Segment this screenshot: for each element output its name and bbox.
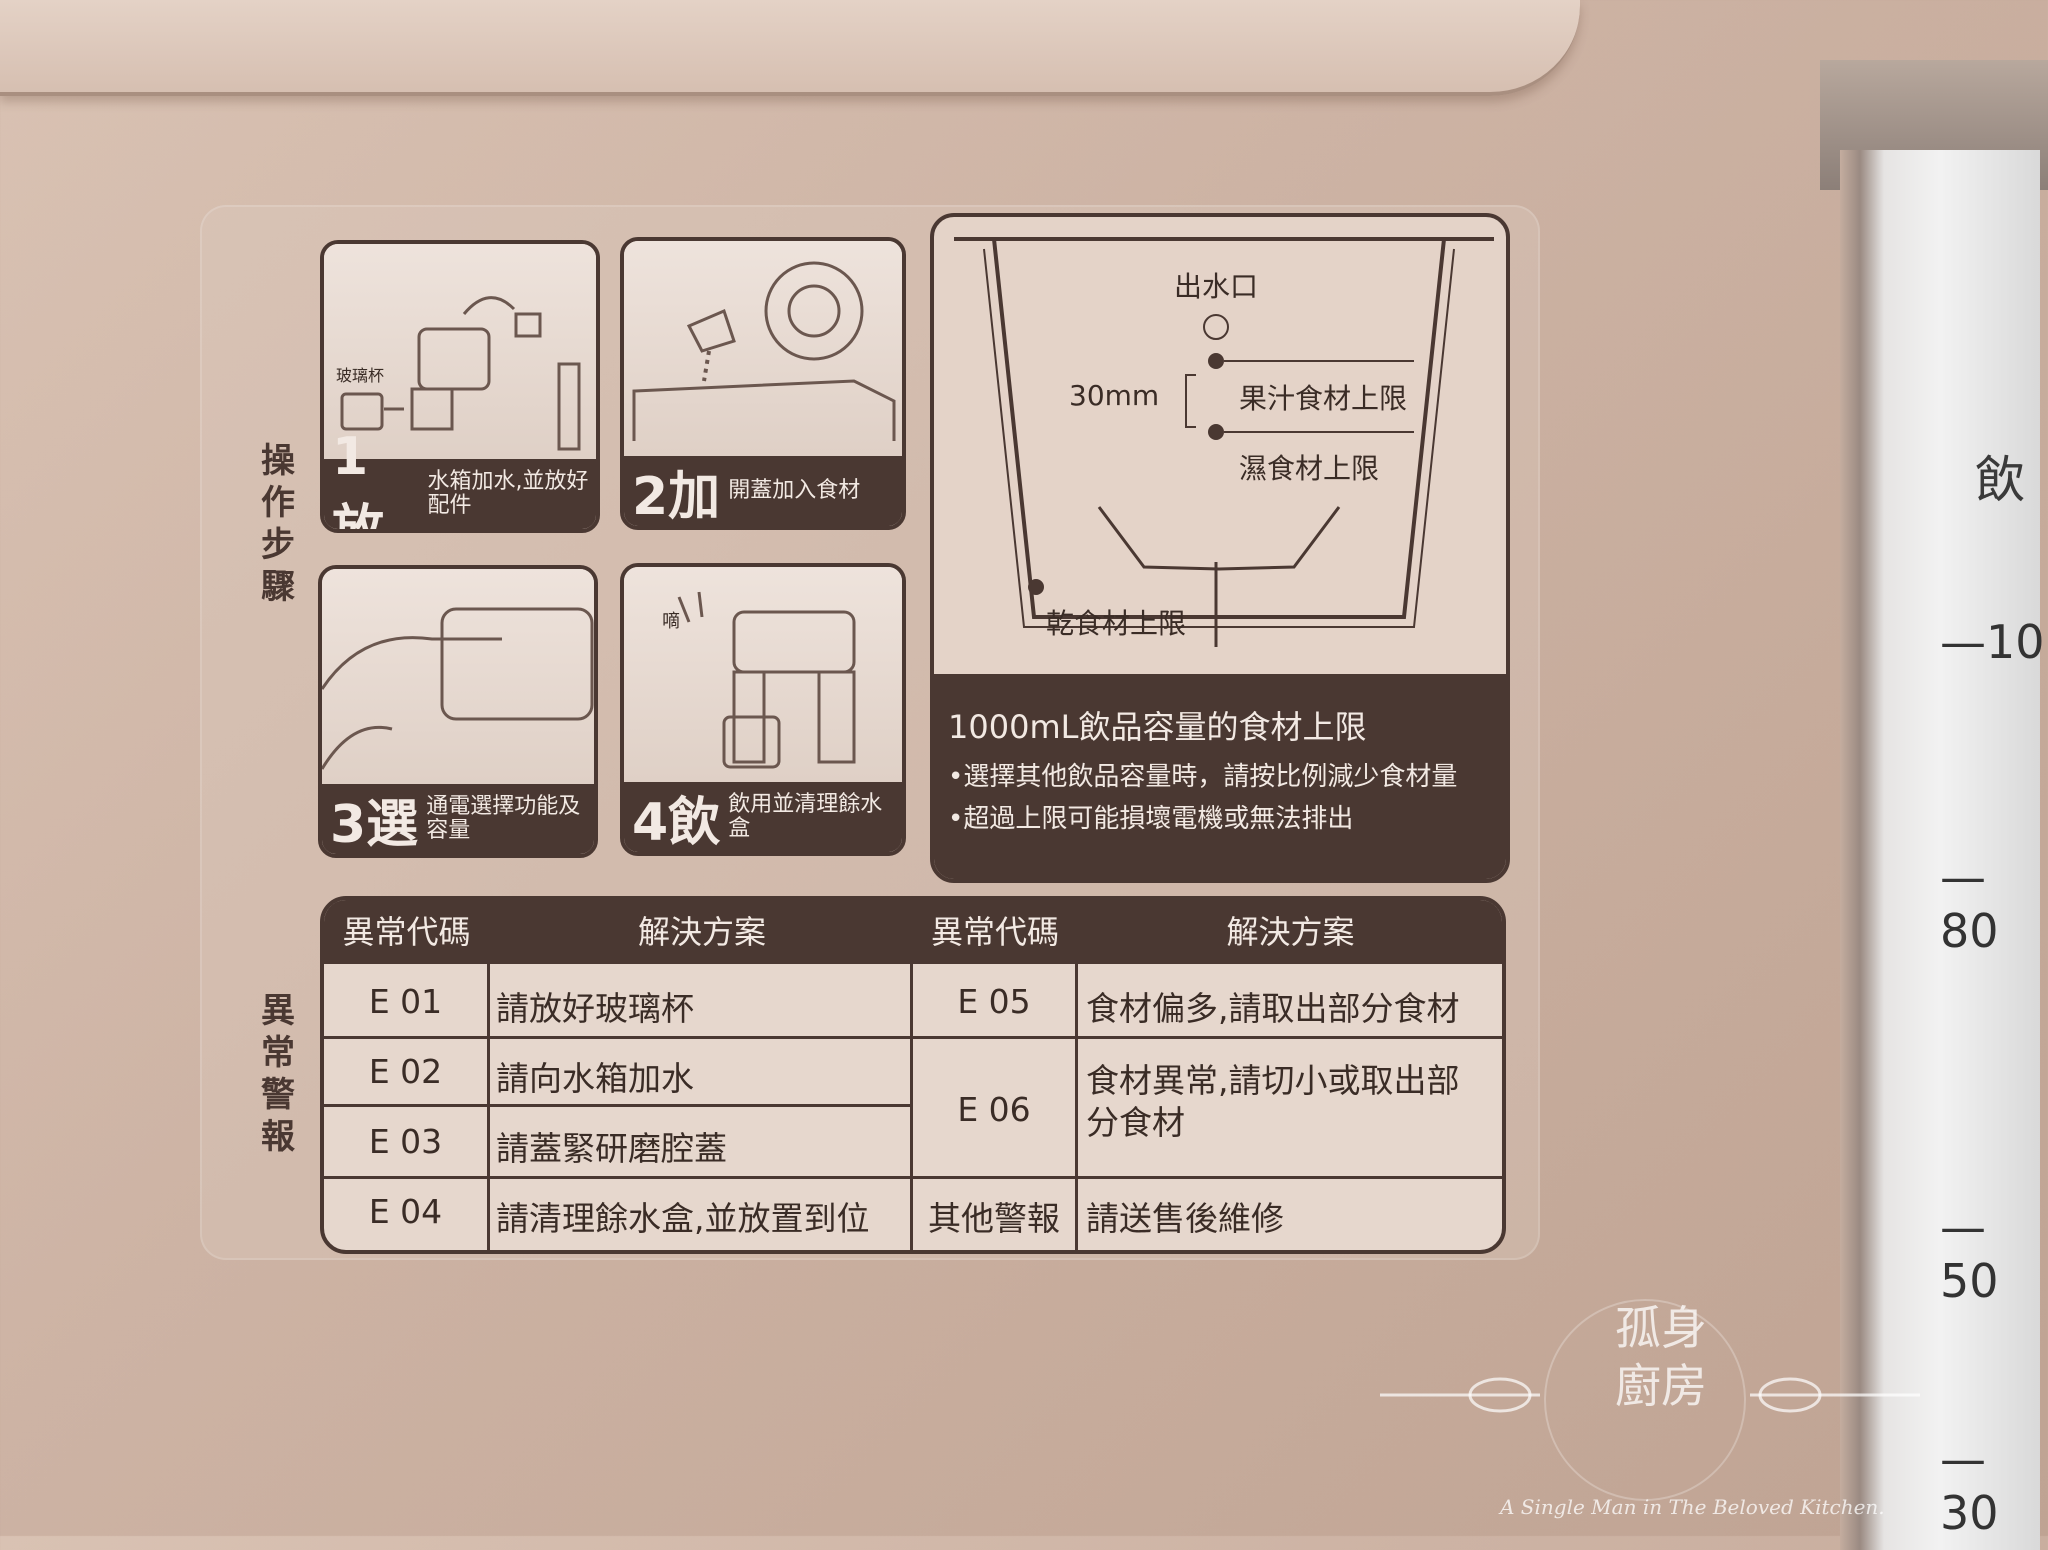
dry-limit-label: 乾食材上限	[1046, 607, 1187, 640]
capacity-bullet-1: •選擇其他飲品容量時，請按比例減少食材量	[948, 762, 1458, 792]
table-divider	[913, 1176, 1502, 1179]
tank-tick: — 30	[1940, 1432, 1999, 1540]
table-divider	[324, 1176, 913, 1179]
add-ingredients-icon	[632, 261, 896, 441]
table-divider	[910, 900, 913, 1250]
glass-cup-label: 玻璃杯	[336, 366, 385, 385]
tank-tick: — 80	[1940, 850, 1999, 958]
step-4-illustration: 嘀	[624, 567, 902, 782]
step-3-illustration	[322, 569, 594, 784]
error-solution: 食材偏多,請取出部分食材	[1086, 989, 1460, 1028]
step-1-desc: 水箱加水,並放好配件	[427, 469, 589, 518]
step-2-number: 2加	[632, 466, 721, 527]
step-4-panel: 嘀 4飲 飲用並清理餘水盒	[620, 563, 906, 856]
step-1-bar: 1放 水箱加水,並放好配件	[324, 427, 596, 529]
machine-icon	[340, 296, 581, 451]
step-4-number: 4飲	[632, 792, 721, 853]
beep-label: 嘀	[662, 611, 680, 632]
error-solution: 請向水箱加水	[496, 1059, 694, 1098]
lid-edge	[0, 0, 1580, 96]
watermark-chinese-1: 孤身	[1615, 1301, 1707, 1355]
table-divider	[324, 1036, 913, 1039]
error-solution: 請放好玻璃杯	[496, 989, 694, 1028]
table-divider	[324, 1104, 913, 1107]
step-2-panel: 2加 開蓋加入食材	[620, 237, 906, 530]
cup-diagram: 出水口 30mm 果汁食材上限 濕食材上限 乾食材上限 1000mL飲品容量的食…	[930, 213, 1510, 883]
error-solution: 食材異常,請切小或取出部分食材	[1086, 1061, 1460, 1142]
capacity-title: 1000mL飲品容量的食材上限	[948, 708, 1367, 746]
step-4-bar: 4飲 飲用並清理餘水盒	[624, 782, 902, 852]
header-code-right: 異常代碼	[930, 913, 1059, 951]
error-code: E 05	[957, 982, 1031, 1021]
steps-title: 操作步驟	[261, 441, 295, 607]
error-code-table: 異常代碼 解決方案 異常代碼 解決方案 E 01 請放好玻璃杯 E 02 請向水…	[320, 896, 1506, 1254]
juice-limit-label: 果汁食材上限	[1239, 382, 1408, 415]
alarm-title: 異常警報	[261, 991, 295, 1157]
water-tank	[1840, 150, 2040, 1550]
error-code: E 04	[368, 1192, 443, 1231]
table-header: 異常代碼 解決方案 異常代碼 解決方案	[324, 900, 1502, 964]
tank-label: 飲	[1975, 451, 2025, 509]
watermark-chinese-2: 廚房	[1615, 1359, 1707, 1413]
error-code: E 02	[368, 1052, 443, 1091]
gap-label: 30mm	[1069, 379, 1160, 412]
header-code-left: 異常代碼	[342, 913, 471, 951]
cup-outline-icon	[954, 237, 1494, 647]
table-divider	[913, 1036, 1502, 1039]
error-code: E 01	[368, 982, 443, 1021]
error-solution: 請蓋緊研磨腔蓋	[496, 1129, 727, 1168]
step-3-panel: 3選 通電選擇功能及容量	[318, 565, 598, 858]
wet-limit-label: 濕食材上限	[1239, 452, 1380, 485]
tank-tick: — 50	[1940, 1200, 1999, 1308]
watermark-english: A Single Man in The Beloved Kitchen.	[1500, 1495, 1885, 1519]
step-1-number: 1放	[332, 426, 385, 533]
step-4-desc: 飲用並清理餘水盒	[728, 792, 883, 841]
error-code: 其他警報	[928, 1199, 1060, 1238]
outlet-label: 出水口	[1174, 270, 1259, 303]
error-code: E 06	[957, 1090, 1031, 1129]
error-solution: 請清理餘水盒,並放置到位	[496, 1199, 870, 1238]
step-3-desc: 通電選擇功能及容量	[426, 794, 581, 843]
hand-press-icon	[322, 607, 594, 770]
drink-icon	[677, 591, 856, 769]
watermark-ornament-icon	[1380, 1299, 1920, 1501]
tank-tick: —10	[1940, 615, 2045, 669]
step-1-illustration: 玻璃杯	[324, 244, 596, 459]
step-3-number: 3選	[330, 794, 419, 855]
header-solution-left: 解決方案	[637, 913, 766, 951]
step-1-panel: 玻璃杯 1放 水箱加水,並放好配件	[320, 240, 600, 533]
step-2-illustration	[624, 241, 902, 456]
step-2-desc: 開蓋加入食材	[728, 478, 861, 503]
step-2-bar: 2加 開蓋加入食材	[624, 456, 902, 526]
table-divider	[1075, 900, 1078, 1250]
error-code: E 03	[368, 1122, 443, 1161]
capacity-bullet-2: •超過上限可能損壞電機或無法排出	[948, 804, 1354, 834]
capacity-info: 1000mL飲品容量的食材上限 •選擇其他飲品容量時，請按比例減少食材量 •超過…	[934, 674, 1506, 879]
step-3-bar: 3選 通電選擇功能及容量	[322, 784, 594, 854]
error-solution: 請送售後維修	[1086, 1199, 1284, 1238]
header-solution-right: 解決方案	[1226, 913, 1355, 951]
table-divider	[487, 900, 490, 1250]
